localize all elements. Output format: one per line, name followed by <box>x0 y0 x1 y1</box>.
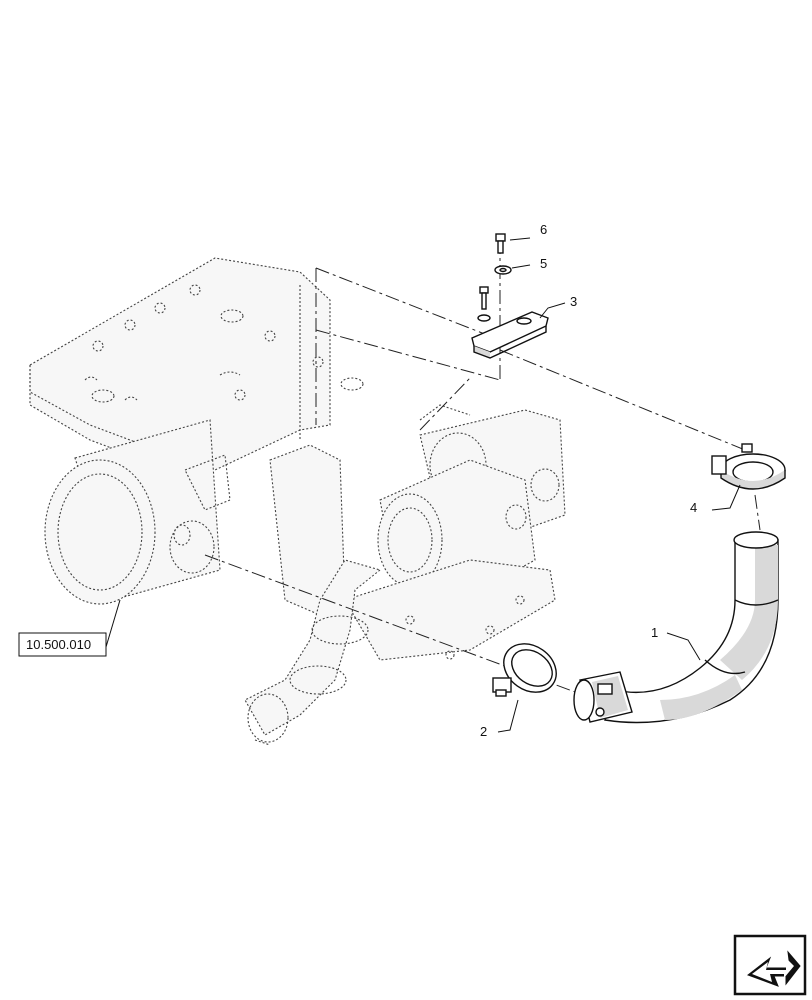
reference-label: 10.500.010 <box>26 637 91 652</box>
item-2-clamp-ring <box>492 643 557 697</box>
reference-link[interactable]: 10.500.010 <box>18 632 107 657</box>
callout-1: 1 <box>651 625 658 640</box>
next-page-arrow-icon[interactable] <box>733 934 807 996</box>
item-1-exhaust-pipe <box>573 531 779 724</box>
callout-3: 3 <box>570 294 577 309</box>
callout-5: 5 <box>540 256 547 271</box>
item-5-washer <box>494 265 512 275</box>
item-6-bolt <box>495 233 506 254</box>
item-3-bracket <box>471 286 549 359</box>
callout-4: 4 <box>690 500 697 515</box>
callout-6: 6 <box>540 222 547 237</box>
callout-leaders <box>105 237 741 733</box>
item-4-clamp <box>711 443 786 490</box>
reference-box[interactable] <box>18 632 107 657</box>
callout-2: 2 <box>480 724 487 739</box>
ghosted-engine-assembly <box>29 257 566 746</box>
